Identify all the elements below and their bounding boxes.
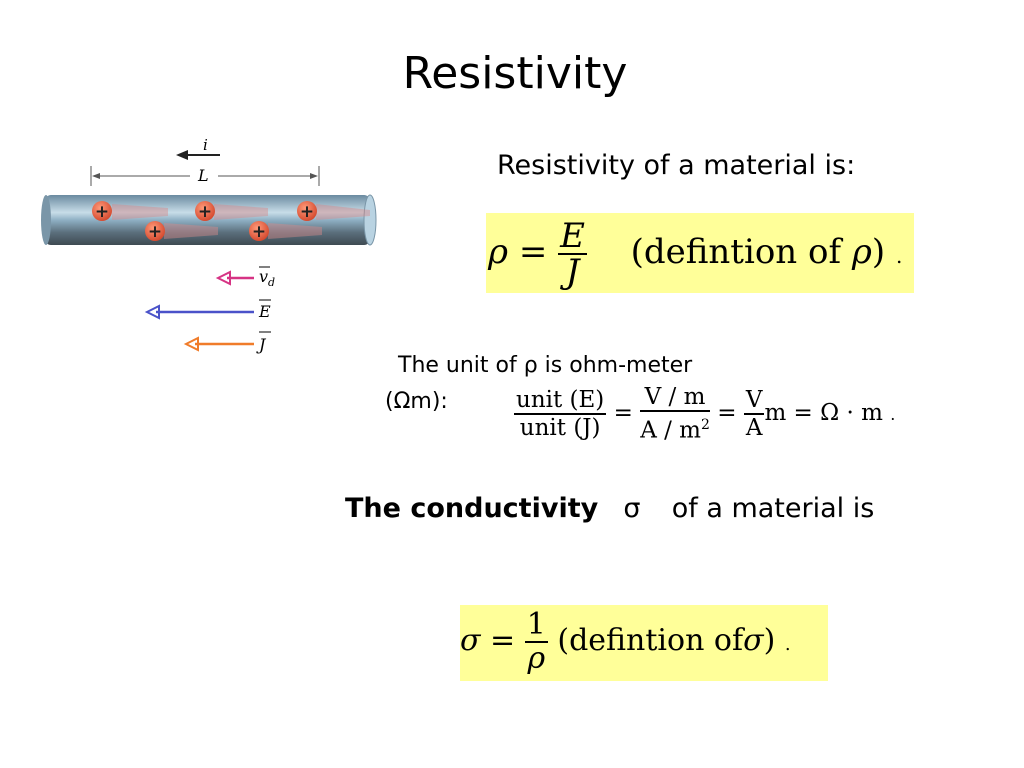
- charge: +: [145, 221, 165, 242]
- svg-text:+: +: [148, 222, 162, 242]
- definition-note: (defintion of: [630, 232, 842, 272]
- equals-sign: =: [613, 399, 633, 426]
- current-label: i: [203, 136, 208, 154]
- length-dimension: [90, 166, 320, 186]
- units-equation: unit (E) unit (J) = V / m A / m2 = V A m…: [514, 384, 895, 444]
- unit-text-line2: (Ωm):: [385, 389, 448, 414]
- numerator: V: [743, 386, 765, 415]
- definition-note-symbol: ρ: [851, 232, 872, 272]
- resistivity-equation: ρ = E J (defintion of ρ) .: [488, 219, 902, 289]
- svg-text:+: +: [95, 202, 109, 222]
- numerator: unit (E): [514, 386, 607, 415]
- conductivity-line: The conductivity σ of a material is: [345, 492, 874, 526]
- resistivity-intro: Resistivity of a material is:: [497, 150, 856, 181]
- drift-velocity-arrow: [215, 270, 254, 286]
- equals-sign: =: [518, 232, 548, 272]
- denominator: J: [565, 252, 580, 292]
- slide-title: Resistivity: [402, 48, 628, 99]
- e-over-j-fraction: E J: [558, 219, 587, 289]
- charge: +: [92, 201, 112, 222]
- electric-field-label: E: [258, 302, 271, 321]
- charge: +: [249, 221, 269, 242]
- units-tail: m = Ω · m: [764, 399, 883, 426]
- svg-text:+: +: [198, 202, 212, 222]
- definition-note-close: ): [871, 232, 886, 272]
- drift-velocity-label: vd: [259, 267, 275, 289]
- electric-field-arrow: [144, 304, 254, 320]
- equals-sign: =: [490, 623, 516, 658]
- length-label: L: [197, 166, 209, 185]
- charge-trails: [112, 204, 370, 239]
- svg-text:+: +: [300, 202, 314, 222]
- v-per-m-over-a-per-m2: V / m A / m2: [640, 384, 710, 444]
- conductivity-equation: σ = 1 ρ (defintion ofσ) .: [460, 609, 791, 675]
- current-arrow: [176, 150, 220, 160]
- period: .: [895, 244, 903, 268]
- numerator: 1: [524, 607, 548, 643]
- numerator: V / m: [640, 384, 710, 412]
- wire-diagram: i L + + + + +: [41, 136, 377, 354]
- sigma-symbol: σ: [460, 623, 481, 658]
- v-over-a: V A: [743, 386, 765, 441]
- equals-sign: =: [717, 399, 737, 426]
- denominator: unit (J): [519, 414, 601, 441]
- definition-note-symbol: σ: [743, 623, 764, 658]
- denominator: ρ: [527, 641, 546, 676]
- svg-text:+: +: [252, 222, 266, 242]
- conductivity-equation-box: σ = 1 ρ (defintion ofσ) .: [460, 605, 828, 681]
- current-density-label: J: [256, 335, 267, 354]
- one-over-rho-fraction: 1 ρ: [524, 607, 548, 676]
- numerator: E: [558, 216, 587, 256]
- definition-note-close: ): [763, 623, 776, 658]
- unit-text-line1: The unit of ρ is ohm-meter: [398, 353, 693, 378]
- current-density-arrow: [183, 336, 254, 352]
- unit-e-over-unit-j: unit (E) unit (J): [514, 386, 607, 441]
- denominator: A / m2: [640, 417, 710, 444]
- definition-note: (defintion of: [557, 623, 744, 658]
- period: .: [784, 634, 791, 655]
- conductivity-label: The conductivity: [345, 493, 599, 524]
- period: .: [890, 404, 896, 424]
- charge: +: [297, 201, 317, 222]
- conductivity-rest: of a material is: [671, 493, 875, 524]
- resistivity-equation-box: ρ = E J (defintion of ρ) .: [486, 213, 914, 293]
- rho-symbol: ρ: [488, 232, 508, 272]
- conductivity-symbol: σ: [623, 493, 641, 524]
- charge: +: [195, 201, 215, 222]
- denominator: A: [745, 414, 763, 441]
